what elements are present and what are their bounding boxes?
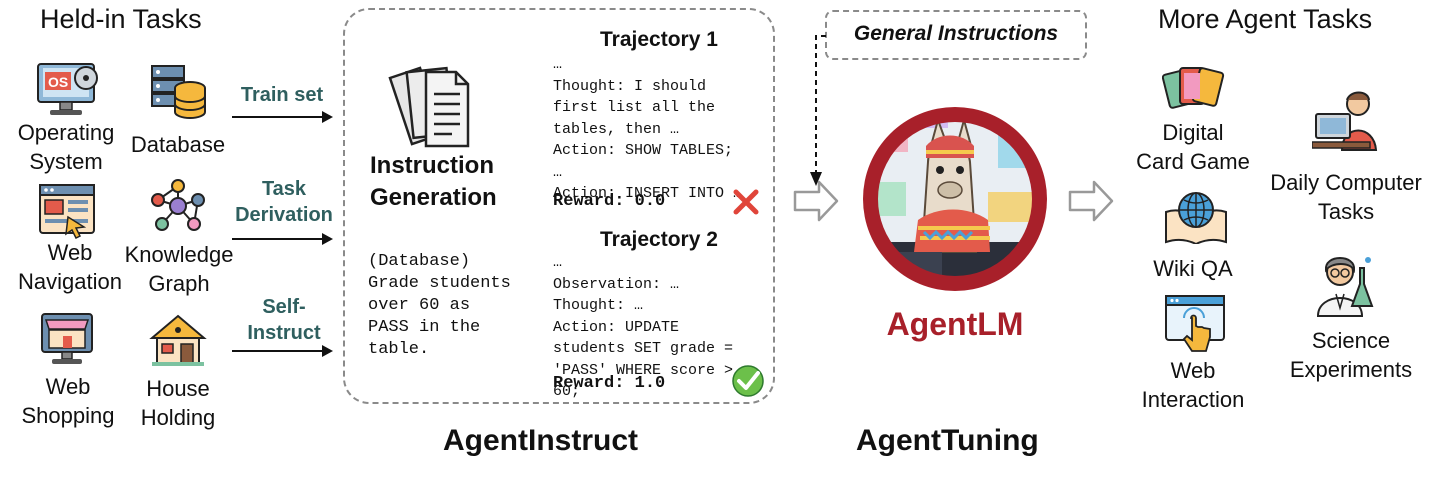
task-label-science: Science Experiments xyxy=(1289,328,1413,382)
cross-icon xyxy=(732,188,760,216)
task-label-daily-computer: Daily Computer Tasks xyxy=(1270,170,1422,224)
scientist-icon xyxy=(1310,252,1382,318)
instruction-generation-label: Instruction Generation xyxy=(370,152,497,211)
trajectory-2-reward: Reward: 1.0 xyxy=(553,373,665,395)
reward-label: Reward: xyxy=(553,192,625,211)
arrowhead-self-instruct xyxy=(322,345,333,357)
arrow-self-instruct xyxy=(232,350,324,352)
monitor-os-icon: OS xyxy=(36,62,100,118)
agenttuning-label: AgentTuning xyxy=(856,424,1039,457)
more-tasks-title: More Agent Tasks xyxy=(1158,4,1373,34)
agentlm-name: AgentLM xyxy=(886,306,1024,342)
general-instructions-label: General Instructions xyxy=(853,22,1059,45)
trajectory-1-title: Trajectory 1 xyxy=(600,28,718,51)
documents-icon xyxy=(384,60,480,152)
dashed-arrow xyxy=(810,34,830,190)
held-in-title: Held-in Tasks xyxy=(40,4,202,34)
trajectory-1-reward: Reward: 0.0 xyxy=(553,191,665,213)
computer-user-icon xyxy=(1312,90,1382,154)
web-page-icon xyxy=(38,183,98,239)
task-label-web-shopping: Web Shopping xyxy=(21,374,115,428)
graph-nodes-icon xyxy=(148,178,208,234)
arrowhead-train-set xyxy=(322,111,333,123)
trajectory-2-text: … Observation: … Thought: … Action: UPDA… xyxy=(553,254,734,400)
task-label-web-navigation: Web Navigation xyxy=(18,240,122,294)
hollow-arrow-to-tasks xyxy=(1068,180,1114,222)
reward-value: 1.0 xyxy=(634,374,666,393)
arrowhead-task-derivation xyxy=(322,233,333,245)
llama-avatar-icon xyxy=(858,102,1052,296)
task-label-knowledge-graph: Knowledge Graph xyxy=(124,242,234,296)
svg-text:OS: OS xyxy=(48,74,68,90)
method-task-derivation: Task Derivation xyxy=(235,178,333,226)
cards-icon xyxy=(1162,62,1226,112)
instruction-text: (Database) Grade students over 60 as PAS… xyxy=(368,252,511,359)
house-icon xyxy=(148,312,208,368)
globe-book-icon xyxy=(1164,190,1228,244)
trajectory-1-text: … Thought: I should first list all the t… xyxy=(553,56,742,202)
arrow-task-derivation xyxy=(232,238,324,240)
task-label-database: Database xyxy=(130,132,226,157)
reward-label: Reward: xyxy=(553,374,625,393)
trajectory-2-title: Trajectory 2 xyxy=(600,228,718,251)
method-train-set: Train set xyxy=(240,84,324,106)
reward-value: 0.0 xyxy=(634,192,666,211)
task-label-house-holding: House Holding xyxy=(140,376,216,430)
shop-icon xyxy=(38,312,98,366)
agentinstruct-box xyxy=(343,8,775,404)
task-label-web-interaction: Web Interaction xyxy=(1141,358,1245,412)
task-label-wiki-qa: Wiki QA xyxy=(1153,256,1233,281)
check-icon xyxy=(730,364,766,398)
method-self-instruct: Self- Instruct xyxy=(247,296,321,344)
task-label-os: Operating System xyxy=(17,120,115,174)
hollow-arrow-to-agentlm xyxy=(793,180,839,222)
agentinstruct-label: AgentInstruct xyxy=(443,424,638,457)
web-click-icon xyxy=(1164,294,1228,354)
database-icon xyxy=(150,64,208,120)
arrow-train-set xyxy=(232,116,324,118)
task-label-card-game: Digital Card Game xyxy=(1136,120,1250,174)
